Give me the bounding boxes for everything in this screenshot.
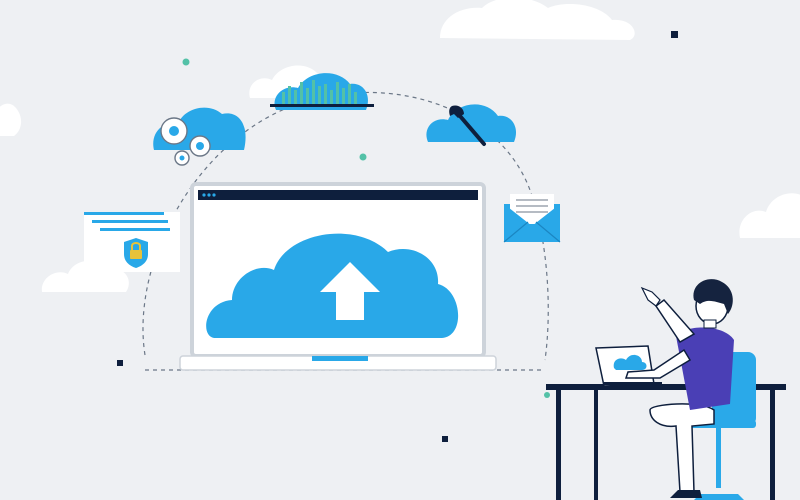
decorations <box>117 31 678 442</box>
bg-cloud-top <box>440 0 635 40</box>
upload-arrow-icon <box>320 262 380 320</box>
navy-square-left <box>117 360 123 366</box>
desk-leg-left <box>556 390 561 500</box>
teal-dot-top <box>182 58 190 66</box>
person-at-desk <box>546 279 786 500</box>
upload-cloud-icon <box>206 233 459 338</box>
gears-cloud-icon <box>153 107 246 166</box>
desk-leg-mid <box>594 390 598 500</box>
bg-cloud-left-edge <box>0 103 21 136</box>
bg-cloud-right <box>739 193 800 238</box>
person <box>624 279 734 498</box>
wrench-cloud-icon <box>426 104 517 146</box>
chart-cloud-icon <box>270 73 374 110</box>
shield-document-icon <box>84 212 180 272</box>
small-laptop-icon <box>595 345 662 387</box>
envelope-icon <box>503 194 561 243</box>
navy-square-top-right <box>671 31 678 38</box>
shield-lock-icon <box>124 238 148 268</box>
teal-dot-middle <box>359 153 367 161</box>
navy-square-bottom <box>442 436 448 442</box>
desk-top <box>546 384 786 390</box>
teal-dot-right <box>544 392 550 398</box>
background-clouds <box>0 0 800 292</box>
laptop-icon <box>179 182 497 371</box>
desk-leg-right <box>770 390 775 500</box>
